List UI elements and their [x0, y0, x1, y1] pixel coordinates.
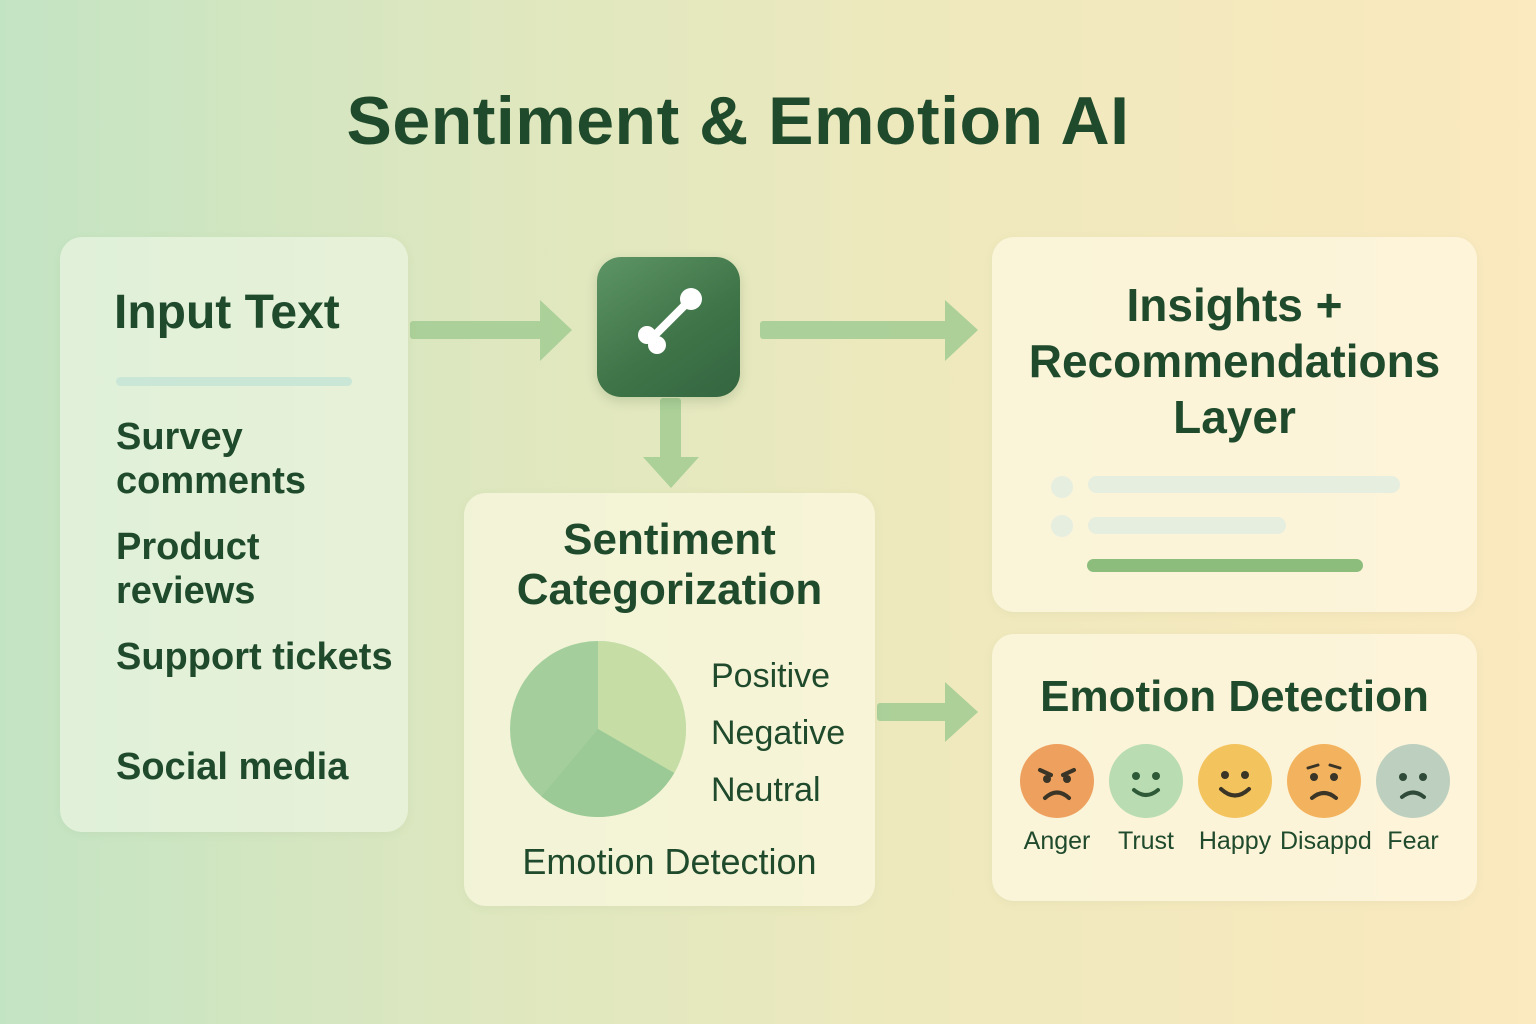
emotion-label-trust: Trust	[1117, 827, 1175, 855]
page-title: Sentiment & Emotion AI	[346, 83, 1130, 159]
emotion-title: Emotion Detection	[1040, 672, 1429, 721]
input-item-reviews: Product reviews	[116, 526, 260, 612]
happy-face-icon	[1198, 744, 1272, 818]
smiling-face-icon	[1109, 744, 1183, 818]
pie-slice-positive	[598, 641, 686, 773]
insight-bullet-2	[1051, 515, 1073, 537]
angry-face-icon	[1020, 744, 1094, 818]
input-divider	[116, 377, 352, 386]
sentiment-categorization-card: Sentiment Categorization Positive Negati…	[464, 493, 875, 906]
input-text-title: Input Text	[114, 286, 340, 339]
insights-card: Insights + Recommendations Layer	[992, 237, 1477, 612]
arrow-sentiment-to-emotion	[877, 682, 978, 742]
emotion-label-anger: Anger	[1023, 827, 1091, 855]
insights-title-line-3: Layer	[1173, 391, 1296, 443]
arrow-processor-to-insights	[760, 300, 978, 361]
frowning-face-icon	[1376, 744, 1450, 818]
ai-processor-block	[597, 257, 740, 397]
input-item-survey: Survey comments	[116, 416, 307, 502]
insights-title-line-2: Recommendations	[1028, 335, 1441, 387]
insight-line-highlight	[1087, 559, 1363, 572]
sentiment-title: Sentiment Categorization	[464, 515, 875, 615]
insights-title: Insights + Recommendations Layer	[992, 277, 1477, 445]
sentiment-footer: Emotion Detection	[522, 841, 817, 882]
sentiment-pie-chart	[510, 641, 686, 818]
sad-face-icon	[1287, 744, 1361, 818]
sentiment-label-neutral: Neutral	[711, 771, 821, 809]
input-text-card: Input Text Survey comments Product revie…	[60, 237, 408, 832]
pie-slice-neutral	[541, 729, 675, 818]
emotion-label-fear: Fear	[1387, 827, 1439, 855]
arrow-processor-to-sentiment	[643, 398, 699, 488]
sentiment-label-negative: Negative	[711, 714, 846, 752]
connector-link-icon	[638, 288, 702, 354]
emotion-detection-card: Emotion Detection Anger Trust Happy Disa	[992, 634, 1477, 901]
emotion-label-happy: Happy	[1198, 827, 1272, 855]
input-item-tickets: Support tickets	[116, 636, 393, 678]
sentiment-title-line-2: Categorization	[516, 565, 823, 614]
arrow-input-to-processor	[410, 300, 572, 361]
emotion-label-disappointed: Disappd	[1280, 827, 1372, 855]
insight-line-1	[1088, 476, 1400, 493]
insights-title-line-1: Insights +	[1126, 279, 1343, 331]
sentiment-label-positive: Positive	[711, 657, 831, 695]
insight-bullet-1	[1051, 476, 1073, 498]
insight-line-2	[1088, 517, 1286, 534]
sentiment-title-line-1: Sentiment	[563, 515, 776, 564]
input-item-social: Social media	[116, 746, 349, 788]
